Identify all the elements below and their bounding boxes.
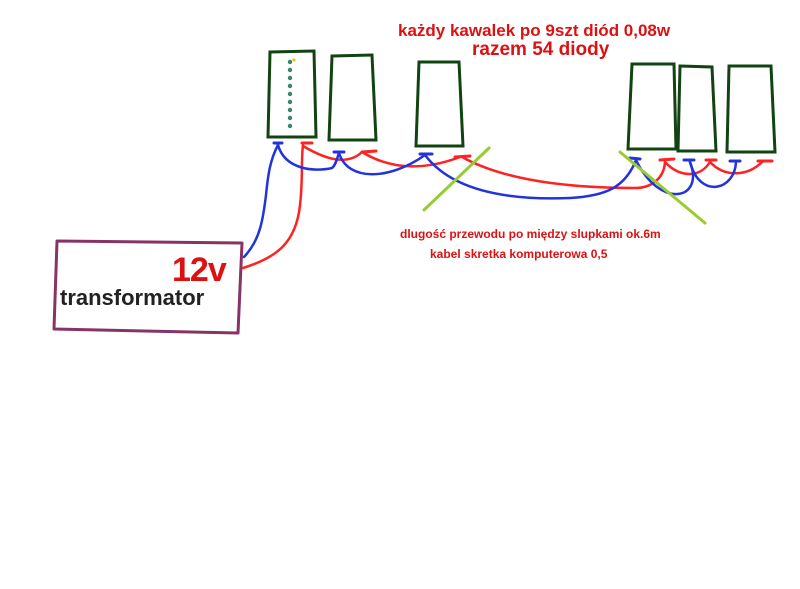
transformer-box bbox=[52, 239, 244, 335]
led-post-6 bbox=[725, 64, 777, 154]
led-dots bbox=[287, 59, 293, 129]
led-post-5 bbox=[676, 64, 718, 153]
transformer-label: transformator bbox=[60, 285, 205, 310]
led-post-1 bbox=[266, 49, 318, 139]
led-post-2 bbox=[327, 53, 378, 142]
cable-type-note: kabel skretka komputerowa 0,5 bbox=[430, 247, 608, 261]
voltage-label: 12v bbox=[172, 251, 227, 289]
led-post-4 bbox=[626, 62, 678, 151]
break-marks bbox=[422, 146, 707, 225]
diode-info-line: każdy kawalek po 9szt diód 0,08w bbox=[398, 21, 671, 40]
cable-length-note: dlugość przewodu po między slupkami ok.6… bbox=[400, 227, 661, 241]
led-post-3 bbox=[414, 60, 465, 148]
diode-total-line: razem 54 diody bbox=[472, 39, 610, 60]
led-highlight bbox=[292, 58, 296, 62]
